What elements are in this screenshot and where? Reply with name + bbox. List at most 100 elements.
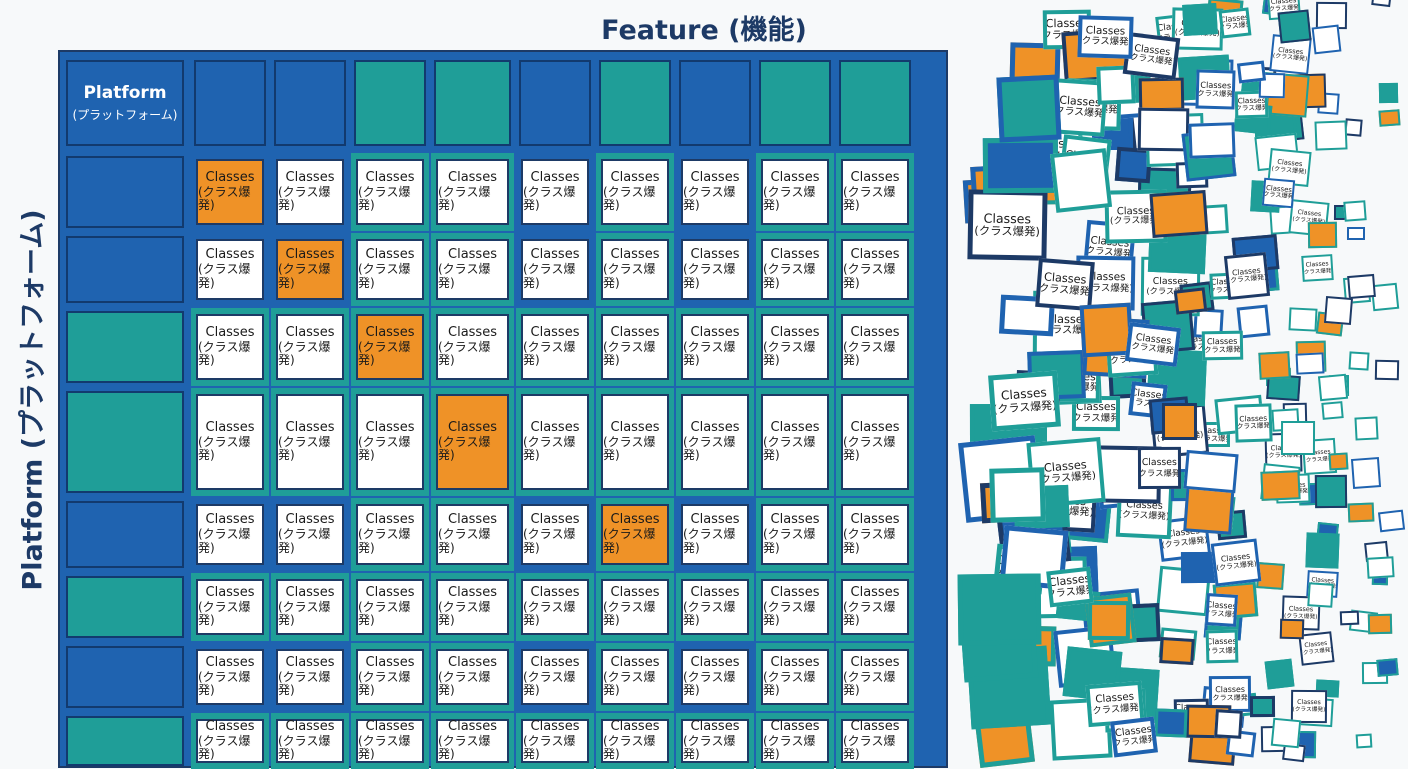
cell-sublabel: (クラス爆発): [843, 262, 896, 290]
cell-label: Classes: [285, 584, 335, 600]
cell-label: Classes: [850, 169, 900, 185]
class-cell-r8-c9: Classes(クラス爆発): [841, 719, 909, 763]
cell-label: Classes: [205, 654, 255, 670]
block-label: Classes: [1054, 369, 1096, 383]
block-sublabel: (クラス爆発): [1216, 559, 1258, 573]
cell-sublabel: (クラス爆発): [603, 434, 656, 463]
class-cell-r5-c1: Classes(クラス爆発): [196, 504, 264, 565]
class-cell-r1-c9: Classes(クラス爆発): [841, 159, 909, 225]
exploding-class-block: Classes(クラス爆発): [1210, 538, 1262, 587]
exploding-class-block: [1214, 709, 1244, 740]
block-sublabel: (クラス爆発): [1125, 52, 1176, 69]
block-sublabel: (クラス爆発): [1104, 709, 1148, 721]
block-sublabel: (クラス爆発): [1265, 451, 1302, 460]
block-label: Classes: [1018, 112, 1064, 132]
cell-sublabel: (クラス爆発): [358, 184, 411, 213]
exploding-class-block: [1155, 565, 1212, 617]
block-sublabel: (クラス爆発): [1283, 613, 1318, 621]
block-label: Classes: [1095, 690, 1135, 706]
exploding-class-block: [1317, 92, 1340, 116]
block-label: Classes: [1239, 413, 1268, 424]
exploding-class-block: Classes(クラス爆発): [1104, 188, 1168, 244]
exploding-class-block: [1283, 730, 1317, 758]
exploding-class-block: [1265, 368, 1291, 387]
cell-label: Classes: [850, 654, 900, 670]
exploding-class-block: Classes(クラス爆発): [1032, 478, 1098, 532]
class-cell-r7-c8: Classes(クラス爆発): [761, 649, 829, 705]
exploding-class-block: [1314, 120, 1347, 151]
block-sublabel: (クラス爆発): [1109, 215, 1162, 227]
cell-label: Classes: [448, 419, 497, 435]
block-sublabel: (クラス爆発): [1205, 607, 1238, 620]
exploding-class-block: Classes(クラス爆発): [1026, 436, 1106, 508]
exploding-class-block: Classes(クラス爆発): [1306, 570, 1339, 599]
cell-sublabel: (クラス爆発): [438, 184, 491, 213]
corner-label: Platform: [83, 83, 167, 103]
exploding-class-block: [1347, 502, 1375, 523]
block-sublabel: (クラス爆発): [1195, 88, 1237, 99]
cell-sublabel: (クラス爆発): [438, 527, 491, 555]
block-sublabel: (クラス爆発): [1034, 504, 1095, 519]
cell-label: Classes: [530, 169, 580, 185]
exploding-class-block: [1321, 400, 1344, 420]
cell-label: Classes: [365, 247, 415, 263]
exploding-class-block: [1055, 588, 1100, 623]
class-cell-r7-c2: Classes(クラス爆発): [276, 649, 344, 705]
cell-label: Classes: [448, 718, 497, 734]
exploding-class-block: [1183, 449, 1239, 494]
exploding-class-block: [1339, 610, 1359, 625]
exploding-class-block: [1110, 72, 1152, 105]
exploding-class-block: [996, 74, 1062, 144]
exploding-class-block: [1379, 82, 1399, 104]
exploding-class-block: [1039, 116, 1081, 156]
cell-sublabel: (クラス爆発): [603, 339, 656, 368]
class-cell-r2-c8: Classes(クラス爆発): [761, 239, 829, 300]
exploding-class-block: [1361, 661, 1388, 685]
exploding-class-block: [1140, 298, 1195, 355]
block-sublabel: (クラス爆発): [1110, 733, 1159, 750]
feature-header-2: [274, 60, 346, 146]
exploding-class-block: [962, 177, 1017, 224]
exploding-class-block: [1232, 250, 1280, 294]
cell-label: Classes: [850, 584, 900, 600]
class-cell-r5-c6: Classes(クラス爆発): [601, 504, 669, 565]
exploding-class-block: Classes(クラス爆発): [1181, 326, 1220, 359]
cell-sublabel: (クラス爆発): [683, 434, 736, 463]
cell-label: Classes: [205, 512, 255, 528]
exploding-class-block: [1307, 582, 1334, 608]
exploding-class-block: [1365, 556, 1395, 579]
cell-label: Classes: [690, 419, 740, 435]
block-sublabel: (クラス爆発): [992, 398, 1057, 416]
block-label: Classes: [1183, 331, 1217, 345]
block-sublabel: (クラス爆発): [1173, 711, 1209, 722]
class-cell-r6-c1: Classes(クラス爆発): [196, 579, 264, 635]
block-sublabel: (クラス爆発): [1071, 413, 1120, 425]
cell-label: Classes: [530, 654, 580, 670]
cell-label: Classes: [690, 247, 740, 263]
cell-sublabel: (クラス爆発): [683, 599, 736, 628]
class-cell-r7-c9: Classes(クラス爆発): [841, 649, 909, 705]
block-label: Classes: [1033, 134, 1079, 155]
class-cell-r6-c6: Classes(クラス爆発): [601, 579, 669, 635]
block-sublabel: (クラス爆発): [1137, 467, 1181, 478]
exploding-class-block: [1372, 571, 1389, 586]
exploding-class-block: Classes(クラス爆発): [1014, 369, 1061, 413]
exploding-class-block: [1368, 613, 1394, 635]
exploding-class-block: Classes(クラス爆発): [1205, 629, 1238, 663]
exploding-class-block: [1091, 118, 1133, 151]
exploding-class-block: [1260, 469, 1302, 501]
exploding-class-block: Classes(クラス爆発): [992, 543, 1046, 595]
exploding-class-block: Classes(クラス爆発): [988, 370, 1061, 432]
block-sublabel: (クラス爆発): [1014, 389, 1061, 405]
class-cell-r8-c2: Classes(クラス爆発): [276, 719, 344, 763]
cell-label: Classes: [365, 419, 415, 435]
block-label: Classes: [1045, 311, 1089, 326]
cell-sublabel: (クラス爆発): [198, 599, 251, 628]
exploding-class-block: Classes(クラス爆発): [1195, 69, 1237, 110]
exploding-class-block: [1240, 69, 1270, 100]
block-sublabel: (クラス爆発): [1202, 704, 1245, 718]
block-sublabel: (クラス爆発): [1049, 380, 1101, 393]
exploding-class-block: [1258, 351, 1291, 380]
exploding-class-block: [1038, 161, 1096, 205]
block-label: Classes: [1208, 696, 1240, 708]
